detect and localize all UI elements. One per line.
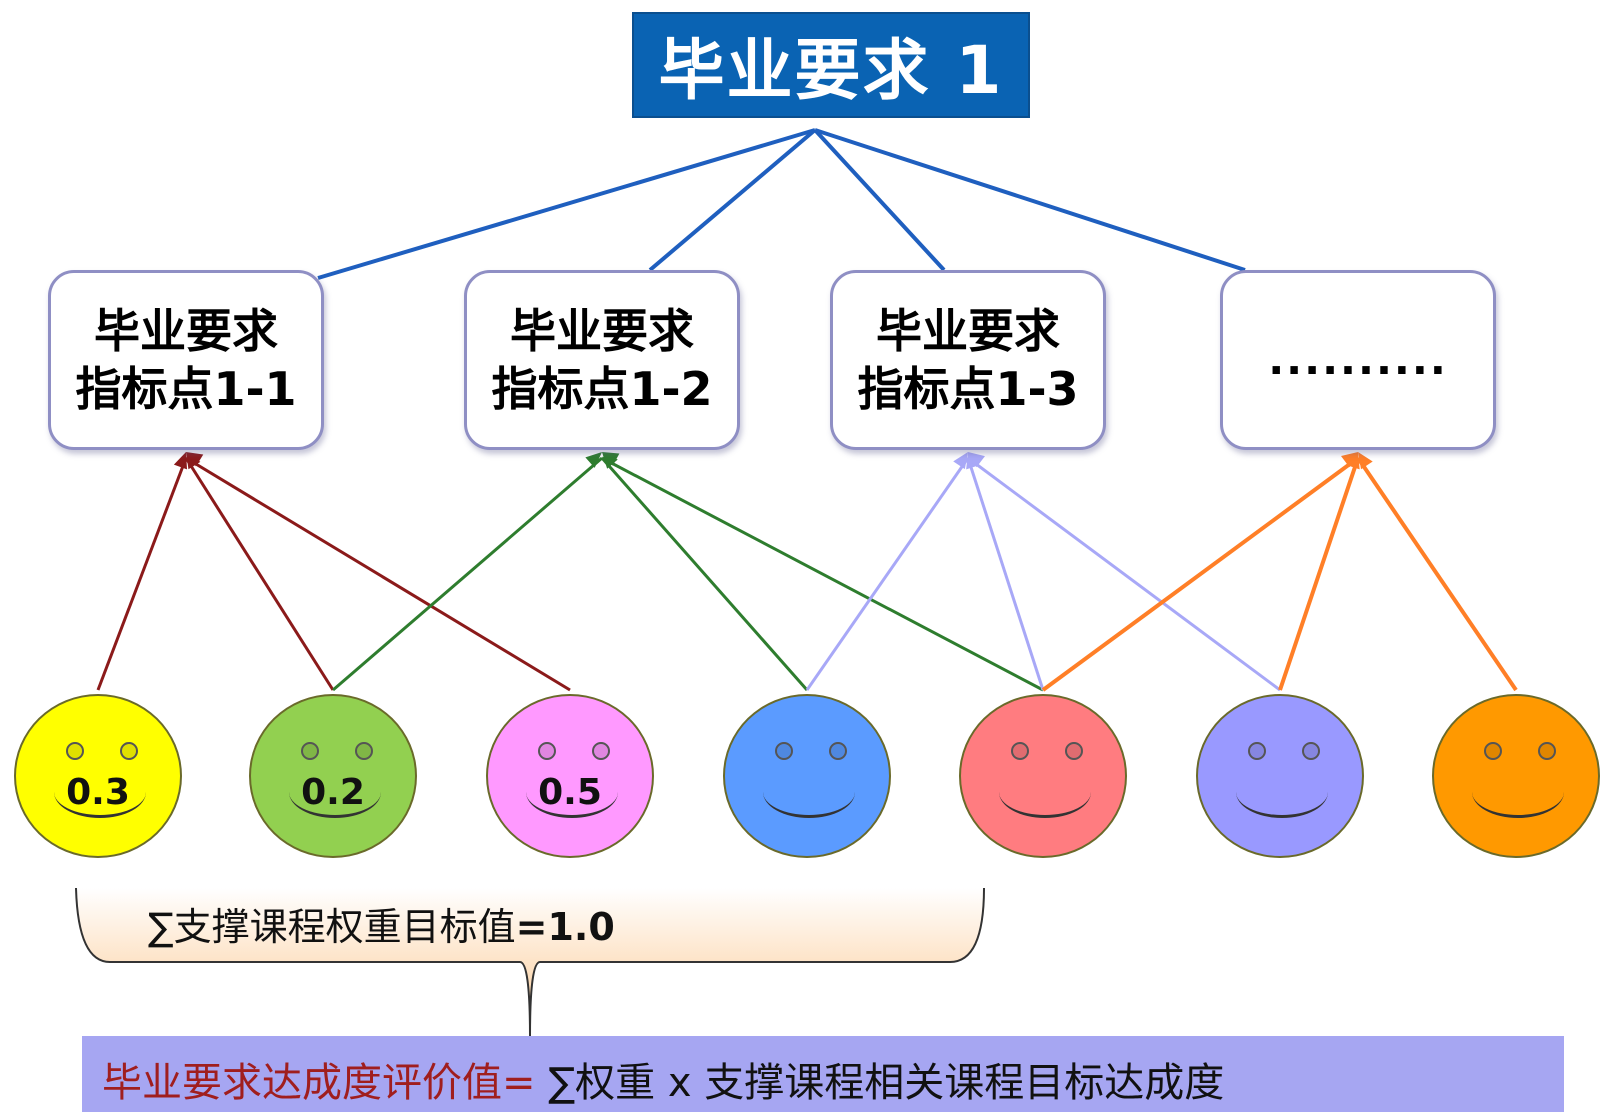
indicator-line1: 毕业要求 (510, 304, 694, 358)
arrowhead-icon (602, 452, 620, 466)
face-eye-icon (1248, 742, 1266, 760)
course-weight: 0.3 (66, 772, 130, 813)
course-face-2: 0.2 (249, 694, 417, 858)
support-link-7 (805, 457, 970, 691)
face-eye-icon (1538, 742, 1556, 760)
face-eye-icon (1484, 742, 1502, 760)
face-eye-icon (775, 742, 793, 760)
support-link-1 (96, 457, 188, 691)
support-link-2 (184, 457, 335, 691)
face-smile-icon (999, 766, 1091, 818)
graduation-requirement-root: 毕业要求 1 (632, 12, 1030, 118)
tree-connector-3 (813, 128, 946, 272)
achievement-formula: 毕业要求达成度评价值= ∑权重 x 支撑课程相关课程目标达成度 (102, 1050, 1224, 1108)
tree-connector-2 (648, 128, 817, 272)
support-link-4 (332, 456, 603, 692)
support-link-11 (1278, 457, 1360, 691)
course-face-7 (1432, 694, 1600, 858)
arrowhead-icon (1358, 452, 1373, 470)
support-link-5 (600, 457, 809, 691)
face-eye-icon (1065, 742, 1083, 760)
arrowhead-icon (173, 452, 188, 470)
arrowhead-icon (585, 452, 602, 468)
arrowhead-icon (186, 452, 204, 467)
arrowhead-icon (968, 452, 985, 468)
formula-part2: 评价值= (382, 1060, 536, 1106)
arrowhead-icon (1341, 452, 1358, 468)
support-link-9 (967, 456, 1281, 692)
indicator-box-1-3: 毕业要求 指标点1-3 (830, 270, 1106, 450)
indicator-box-more: .......... (1220, 270, 1496, 450)
support-link-10 (1041, 456, 1360, 692)
ellipsis-text: .......... (1268, 335, 1448, 384)
face-smile-icon (54, 766, 146, 818)
face-smile-icon (1236, 766, 1328, 818)
face-eye-icon (1011, 742, 1029, 760)
support-link-8 (966, 457, 1045, 691)
formula-bar: 毕业要求达成度评价值= ∑权重 x 支撑课程相关课程目标达成度 (82, 1036, 1564, 1112)
indicator-line2: 指标点1-2 (491, 362, 713, 416)
course-weight: 0.5 (538, 772, 602, 813)
course-face-6 (1196, 694, 1364, 858)
face-eye-icon (1302, 742, 1320, 760)
indicator-box-1-1: 毕业要求 指标点1-1 (48, 270, 324, 450)
face-eye-icon (66, 742, 84, 760)
support-link-12 (1356, 456, 1518, 692)
face-eye-icon (301, 742, 319, 760)
indicator-line2: 指标点1-1 (75, 362, 297, 416)
face-smile-icon (289, 766, 381, 818)
indicator-box-1-2: 毕业要求 指标点1-2 (464, 270, 740, 450)
weight-sum-prefix: ∑支撑课程 (148, 905, 326, 949)
course-face-5 (959, 694, 1127, 858)
face-smile-icon (1472, 766, 1564, 818)
indicator-line1: 毕业要求 (94, 304, 278, 358)
course-weight: 0.2 (301, 772, 365, 813)
root-label: 毕业要求 1 (658, 32, 1004, 109)
course-face-3: 0.5 (486, 694, 654, 858)
arrowhead-icon (1346, 452, 1360, 470)
course-face-4 (723, 694, 891, 858)
weight-sum-label: ∑支撑课程权重目标值=1.0 (148, 896, 615, 951)
face-eye-icon (829, 742, 847, 760)
face-smile-icon (763, 766, 855, 818)
tree-connector-4 (814, 128, 1246, 272)
course-face-1: 0.3 (14, 694, 182, 858)
indicator-line1: 毕业要求 (876, 304, 1060, 358)
face-eye-icon (592, 742, 610, 760)
tree-connector-1 (317, 128, 816, 280)
face-smile-icon (526, 766, 618, 818)
face-eye-icon (120, 742, 138, 760)
arrowhead-icon (953, 452, 968, 470)
face-eye-icon (355, 742, 373, 760)
support-link-3 (185, 456, 571, 692)
face-eye-icon (538, 742, 556, 760)
weight-sum-middle: 权重目标值 (325, 905, 516, 949)
support-link-6 (601, 456, 1044, 692)
formula-part1: 毕业要求达成度 (102, 1060, 382, 1106)
weight-sum-suffix: =1.0 (515, 905, 615, 949)
formula-part3: ∑权重 x 支撑课程相关课程目标达成度 (535, 1060, 1225, 1106)
indicator-line2: 指标点1-3 (857, 362, 1079, 416)
